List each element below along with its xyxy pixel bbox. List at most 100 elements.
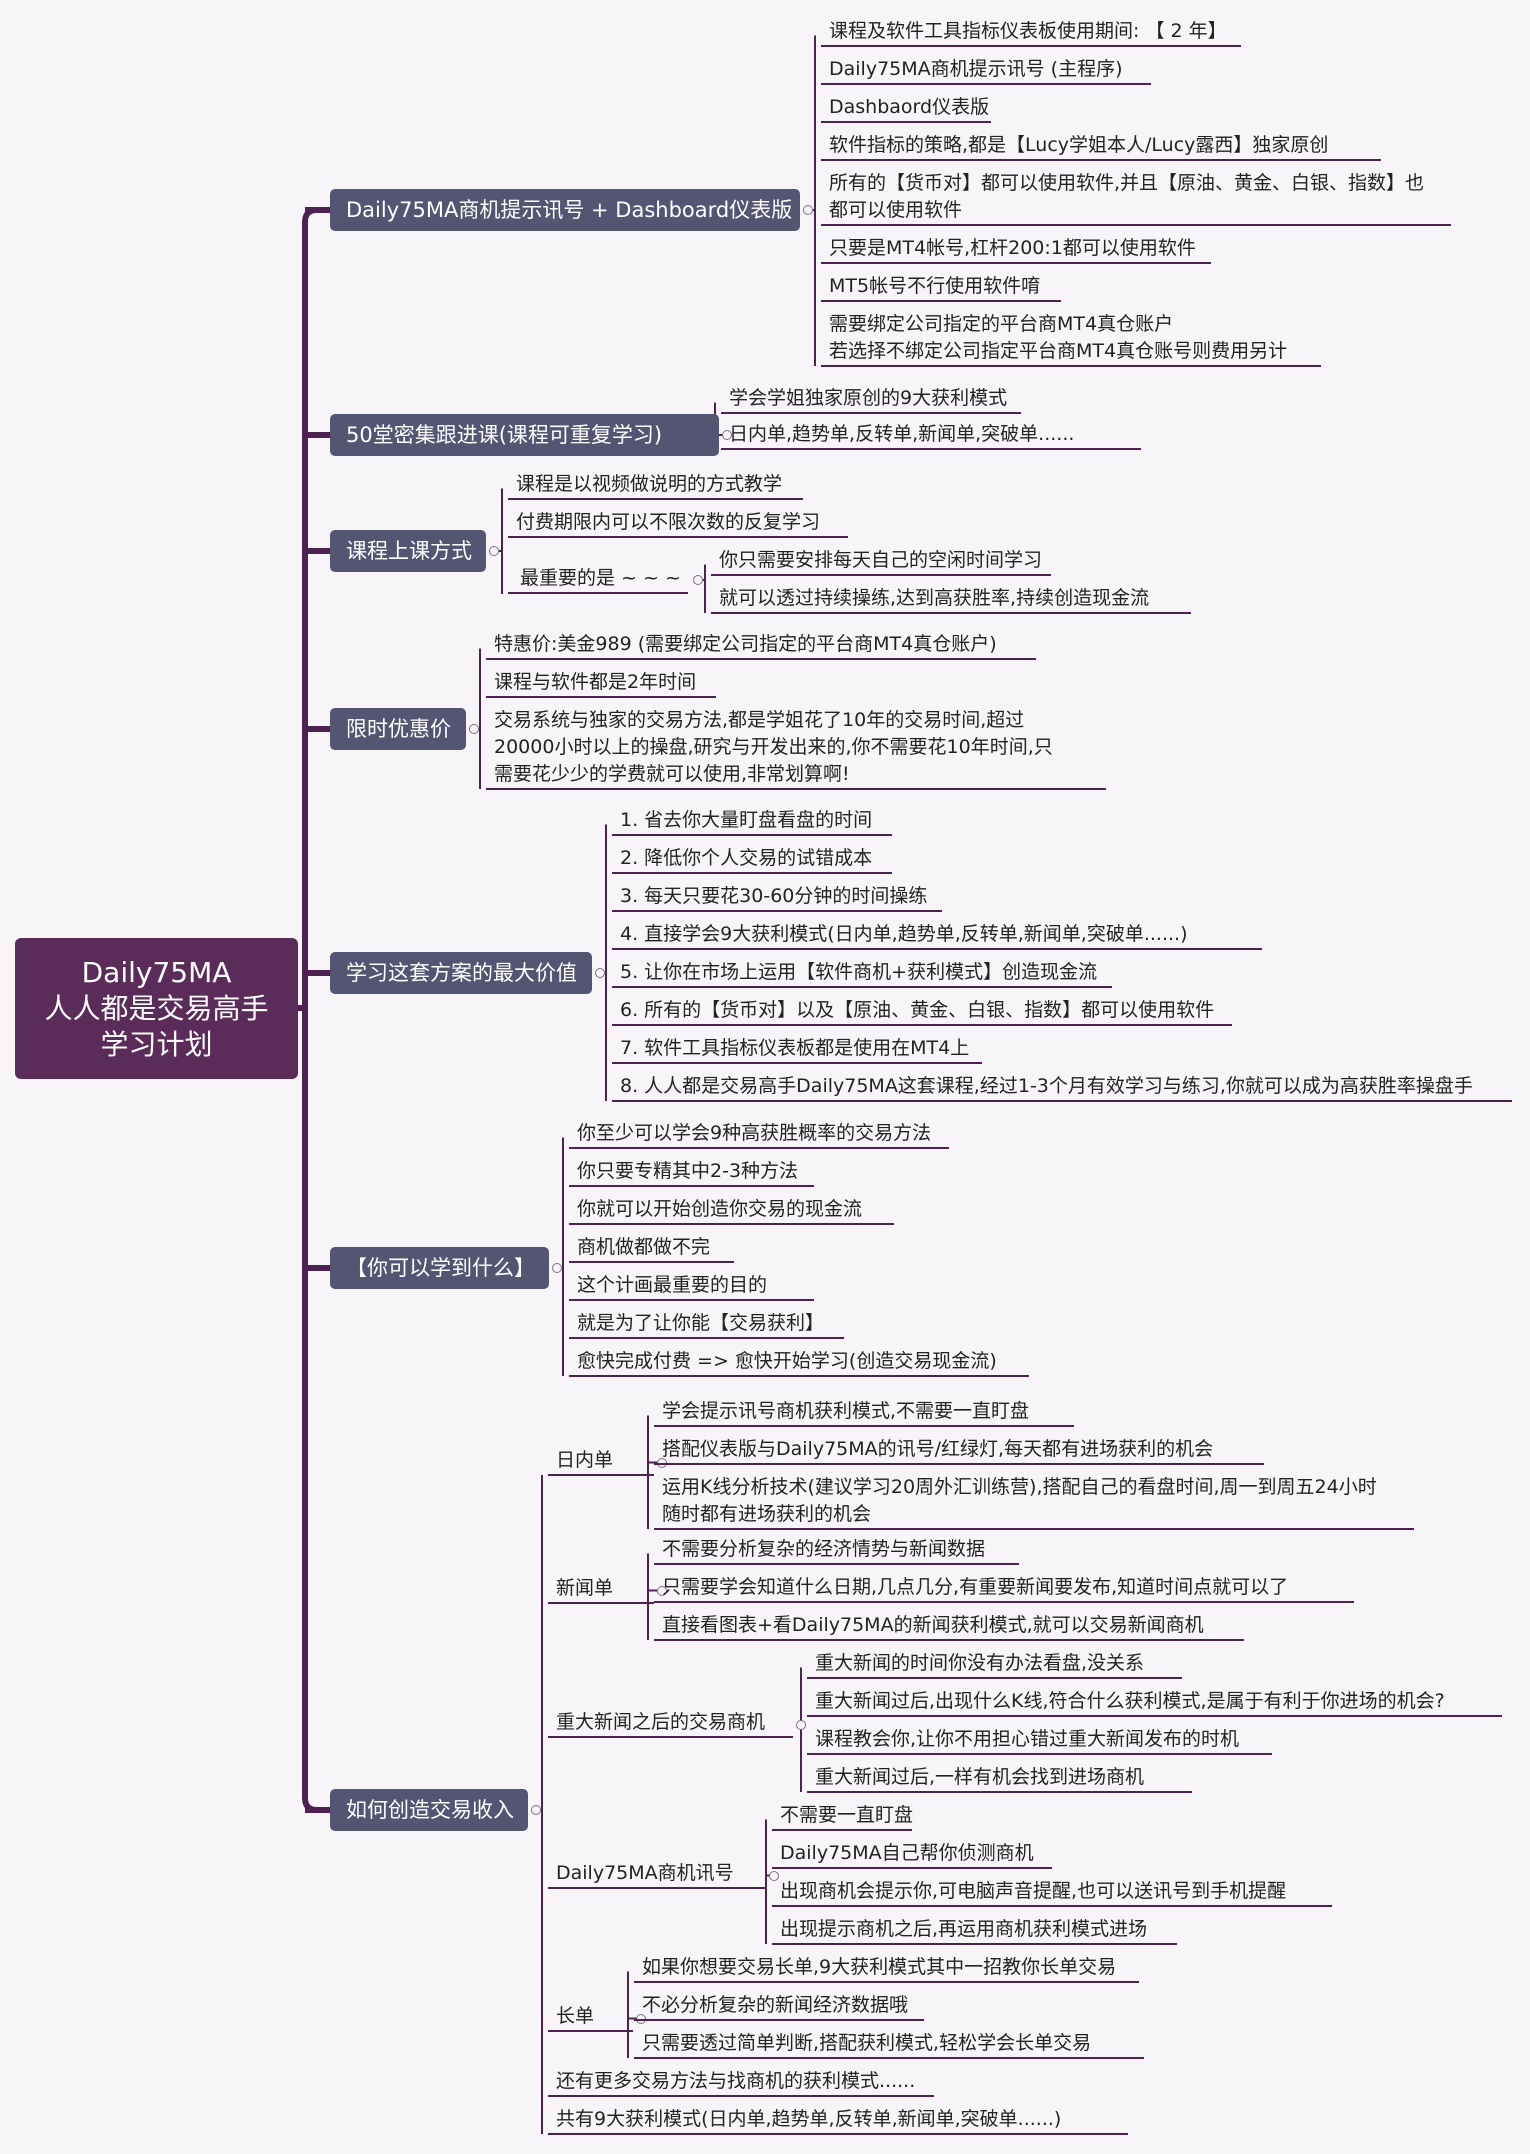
collapse-toggle-icon[interactable] xyxy=(636,2013,646,2024)
detail-item[interactable]: 1. 省去你大量盯盘看盘的时间 xyxy=(612,807,892,836)
detail-item[interactable]: 愈快完成付费 => 愈快开始学习(创造交易现金流) xyxy=(569,1348,1029,1377)
detail-item[interactable]: 7. 软件工具指标仪表板都是使用在MT4上 xyxy=(612,1035,982,1064)
subgroup-label[interactable]: 新闻单 xyxy=(548,1575,654,1604)
detail-item-line: Daily75MA商机提示讯号 (主程序) xyxy=(829,58,1123,80)
detail-item[interactable]: 只要是MT4帐号,杠杆200:1都可以使用软件 xyxy=(821,235,1211,264)
branch-label: Daily75MA商机提示讯号 + Dashboard仪表版 xyxy=(346,198,793,222)
branch-node[interactable]: 课程上课方式 xyxy=(330,530,486,572)
detail-item[interactable]: 你只需要安排每天自己的空闲时间学习 xyxy=(711,547,1051,576)
detail-item[interactable]: 商机做都做不完 xyxy=(569,1234,734,1263)
detail-item[interactable]: 如果你想要交易长单,9大获利模式其中一招教你长单交易 xyxy=(634,1954,1139,1983)
detail-item[interactable]: 学会学姐独家原创的9大获利模式 xyxy=(721,385,1021,414)
detail-item[interactable]: 直接看图表+看Daily75MA的新闻获利模式,就可以交易新闻商机 xyxy=(654,1612,1244,1641)
subgroup-label-text: Daily75MA商机讯号 xyxy=(556,1862,734,1884)
detail-item[interactable]: 8. 人人都是交易高手Daily75MA这套课程,经过1-3个月有效学习与练习,… xyxy=(612,1073,1512,1102)
subgroup-label[interactable]: 共有9大获利模式(日内单,趋势单,反转单,新闻单,突破单......) xyxy=(548,2106,1128,2135)
branch-node[interactable]: Daily75MA商机提示讯号 + Dashboard仪表版 xyxy=(330,189,800,231)
detail-item-line: 20000小时以上的操盘,研究与开发出来的,你不需要花10年时间,只 xyxy=(494,736,1053,758)
detail-item[interactable]: 你就可以开始创造你交易的现金流 xyxy=(569,1196,894,1225)
detail-item-line: 所有的【货币对】都可以使用软件,并且【原油、黄金、白银、指数】也 xyxy=(829,172,1425,194)
detail-item[interactable]: 6. 所有的【货币对】以及【原油、黄金、白银、指数】都可以使用软件 xyxy=(612,997,1232,1026)
detail-item[interactable]: 重大新闻的时间你没有办法看盘,没关系 xyxy=(807,1650,1182,1679)
detail-item[interactable]: 只需要学会知道什么日期,几点几分,有重要新闻要发布,知道时间点就可以了 xyxy=(654,1574,1354,1603)
detail-item[interactable]: 重大新闻过后,出现什么K线,符合什么获利模式,是属于有利于你进场的机会? xyxy=(807,1688,1502,1717)
detail-item-line: 只需要透过简单判断,搭配获利模式,轻松学会长单交易 xyxy=(642,2032,1092,2054)
subgroup-label-text: 新闻单 xyxy=(556,1577,614,1599)
detail-item[interactable]: 只需要透过简单判断,搭配获利模式,轻松学会长单交易 xyxy=(634,2030,1144,2059)
detail-item[interactable]: 运用K线分析技术(建议学习20周外汇训练营),搭配自己的看盘时间,周一到周五24… xyxy=(654,1474,1414,1530)
subgroup-label[interactable]: 重大新闻之后的交易商机 xyxy=(548,1709,793,1738)
detail-item[interactable]: 你至少可以学会9种高获胜概率的交易方法 xyxy=(569,1120,949,1149)
detail-item-line: 你至少可以学会9种高获胜概率的交易方法 xyxy=(577,1122,932,1144)
collapse-toggle-icon[interactable] xyxy=(489,546,499,556)
detail-item[interactable]: 课程是以视频做说明的方式教学 xyxy=(508,471,803,500)
collapse-toggle-icon[interactable] xyxy=(796,1719,806,1730)
branch-label: 限时优惠价 xyxy=(346,717,451,741)
detail-item-line: 需要花少少的学费就可以使用,非常划算啊! xyxy=(494,763,850,785)
collapse-toggle-icon[interactable] xyxy=(693,575,703,585)
detail-item-line: 只需要学会知道什么日期,几点几分,有重要新闻要发布,知道时间点就可以了 xyxy=(662,1576,1289,1598)
collapse-toggle-icon[interactable] xyxy=(769,1870,779,1881)
detail-item[interactable]: 你只要专精其中2-3种方法 xyxy=(569,1158,814,1187)
collapse-toggle-icon[interactable] xyxy=(469,724,479,734)
branch-node[interactable]: 如何创造交易收入 xyxy=(330,1789,528,1831)
branch-node[interactable]: 学习这套方案的最大价值 xyxy=(330,952,592,994)
detail-item-line: Dashbaord仪表版 xyxy=(829,96,990,118)
detail-item[interactable]: 不必分析复杂的新闻经济数据哦 xyxy=(634,1992,924,2021)
detail-item[interactable]: 4. 直接学会9大获利模式(日内单,趋势单,反转单,新闻单,突破单......) xyxy=(612,921,1262,950)
detail-item[interactable]: 日内单,趋势单,反转单,新闻单,突破单...... xyxy=(721,421,1141,450)
detail-item[interactable]: 课程及软件工具指标仪表板使用期间: 【 2 年】 xyxy=(821,18,1241,47)
detail-item-line: 1. 省去你大量盯盘看盘的时间 xyxy=(620,809,873,831)
subgroup-label[interactable]: 长单 xyxy=(548,2003,633,2032)
detail-item[interactable]: 搭配仪表版与Daily75MA的讯号/红绿灯,每天都有进场获利的机会 xyxy=(654,1436,1264,1465)
detail-item[interactable]: 软件指标的策略,都是【Lucy学姐本人/Lucy露西】独家原创 xyxy=(821,132,1381,161)
collapse-toggle-icon[interactable] xyxy=(531,1805,541,1815)
detail-item[interactable]: 所有的【货币对】都可以使用软件,并且【原油、黄金、白银、指数】也都可以使用软件 xyxy=(821,170,1451,226)
detail-item[interactable]: Dashbaord仪表版 xyxy=(821,94,991,123)
detail-item[interactable]: 这个计画最重要的目的 xyxy=(569,1272,814,1301)
subgroup-label-text: 日内单 xyxy=(556,1449,614,1471)
collapse-toggle-icon[interactable] xyxy=(657,1585,667,1596)
detail-item[interactable]: 课程教会你,让你不用担心错过重大新闻发布的时机 xyxy=(807,1726,1272,1755)
detail-item[interactable]: 不需要分析复杂的经济情势与新闻数据 xyxy=(654,1536,1019,1565)
detail-item[interactable]: 特惠价:美金989 (需要绑定公司指定的平台商MT4真仓账户) xyxy=(486,631,1036,660)
detail-item[interactable]: 不需要一直盯盘 xyxy=(772,1802,913,1831)
detail-item[interactable]: 2. 降低你个人交易的试错成本 xyxy=(612,845,892,874)
detail-item-line: 不必分析复杂的新闻经济数据哦 xyxy=(642,1994,909,2016)
detail-item[interactable]: 5. 让你在市场上运用【软件商机+获利模式】创造现金流 xyxy=(612,959,1112,988)
collapse-toggle-icon[interactable] xyxy=(657,1457,667,1468)
detail-item-line: 学会学姐独家原创的9大获利模式 xyxy=(729,387,1008,409)
detail-item[interactable]: 就是为了让你能【交易获利】 xyxy=(569,1310,844,1339)
detail-item[interactable]: 付费期限内可以不限次数的反复学习 xyxy=(508,509,848,538)
branch-node[interactable]: 【你可以学到什么】 xyxy=(330,1247,549,1289)
detail-item[interactable]: 出现提示商机之后,再运用商机获利模式进场 xyxy=(772,1916,1177,1945)
detail-item-line: 你就可以开始创造你交易的现金流 xyxy=(577,1198,863,1220)
detail-item[interactable]: MT5帐号不行使用软件唷 xyxy=(821,273,1061,302)
detail-item[interactable]: Daily75MA自己帮你侦测商机 xyxy=(772,1840,1052,1869)
subgroup-label[interactable]: 还有更多交易方法与找商机的获利模式...... xyxy=(548,2068,934,2097)
collapse-toggle-icon[interactable] xyxy=(803,205,813,215)
detail-item[interactable]: 就可以透过持续操练,达到高获胜率,持续创造现金流 xyxy=(711,585,1191,614)
root-line-2: 人人都是交易高手 xyxy=(44,991,269,1025)
subgroup-label[interactable]: 日内单 xyxy=(548,1447,654,1476)
branch-node[interactable]: 限时优惠价 xyxy=(330,708,466,750)
detail-item[interactable]: 重大新闻过后,一样有机会找到进场商机 xyxy=(807,1764,1192,1793)
subgroup-label[interactable]: Daily75MA商机讯号 xyxy=(548,1860,766,1889)
subgroup-label[interactable]: 最重要的是 ~ ~ ~ xyxy=(508,565,688,594)
detail-item[interactable]: 3. 每天只要花30-60分钟的时间操练 xyxy=(612,883,942,912)
collapse-toggle-icon[interactable] xyxy=(552,1263,562,1273)
detail-item[interactable]: 需要绑定公司指定的平台商MT4真仓账户若选择不绑定公司指定平台商MT4真仓账号则… xyxy=(821,311,1321,367)
detail-item[interactable]: Daily75MA商机提示讯号 (主程序) xyxy=(821,56,1151,85)
detail-item-line: 软件指标的策略,都是【Lucy学姐本人/Lucy露西】独家原创 xyxy=(829,134,1329,156)
subgroup-label-text: 重大新闻之后的交易商机 xyxy=(556,1711,766,1733)
detail-item[interactable]: 课程与软件都是2年时间 xyxy=(486,669,716,698)
detail-item-line: 付费期限内可以不限次数的反复学习 xyxy=(516,511,821,533)
root-node[interactable]: Daily75MA 人人都是交易高手 学习计划 xyxy=(15,938,298,1079)
detail-item[interactable]: 学会提示讯号商机获利模式,不需要一直盯盘 xyxy=(654,1398,1074,1427)
branch-node[interactable]: 50堂密集跟进课(课程可重复学习) xyxy=(330,414,719,456)
collapse-toggle-icon[interactable] xyxy=(595,968,605,978)
collapse-toggle-icon[interactable] xyxy=(722,430,732,440)
detail-item[interactable]: 出现商机会提示你,可电脑声音提醒,也可以送讯号到手机提醒 xyxy=(772,1878,1332,1907)
